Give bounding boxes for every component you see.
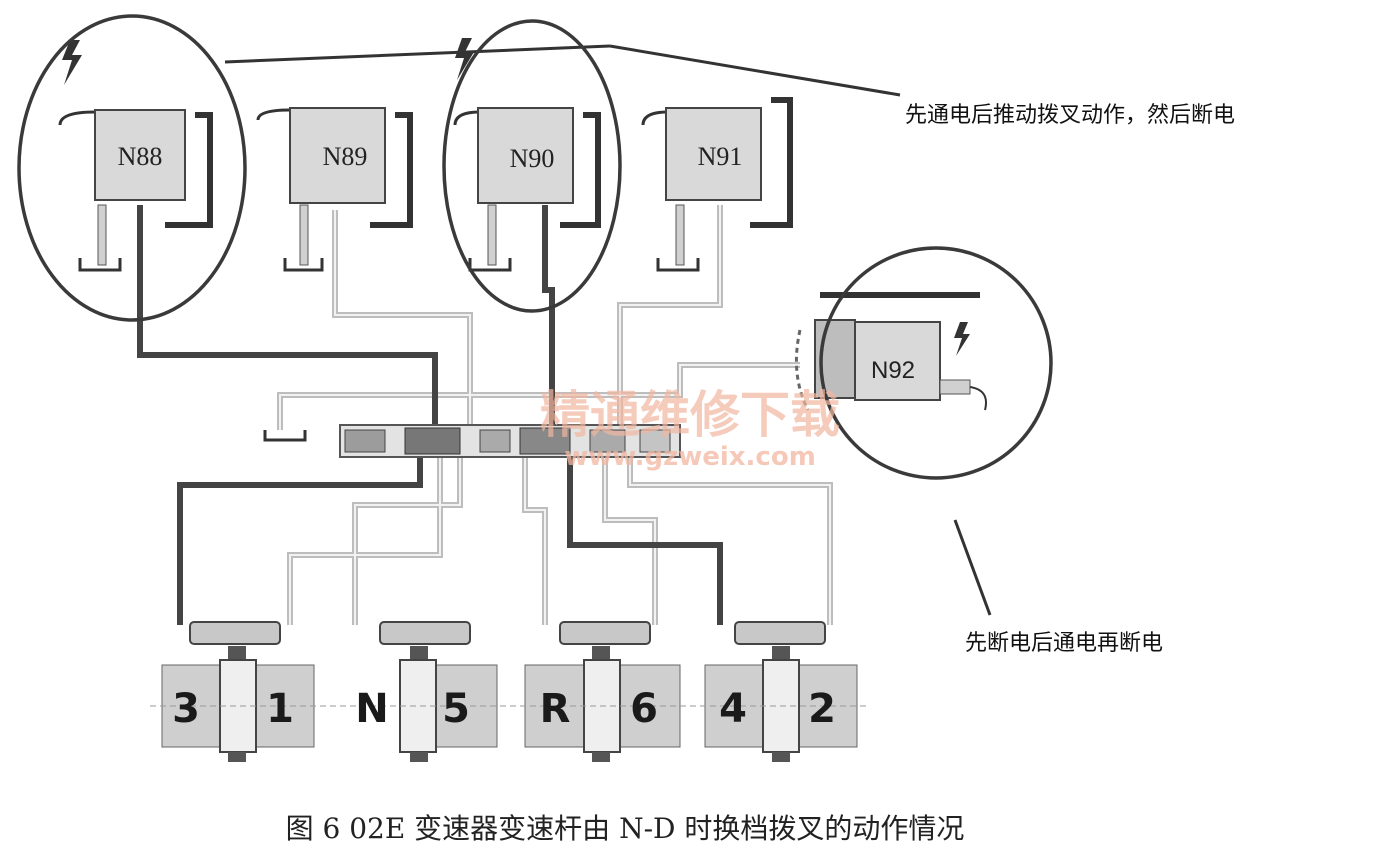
gear-label-3: 3 [172, 686, 200, 732]
gear-label-2: 2 [808, 686, 836, 732]
leader-line-top [224, 44, 611, 64]
solenoid-label-n92: N92 [871, 357, 915, 384]
solenoid-label-n91: N91 [698, 142, 743, 171]
solenoid-n89: N89 [256, 107, 413, 272]
valve-body [263, 424, 681, 458]
solenoid-n91: N91 [641, 97, 793, 272]
solenoid-n88: N88 [58, 109, 213, 272]
gear-label-1: 1 [266, 686, 294, 732]
gear-label-4: 4 [719, 686, 747, 732]
highlight-ellipse-n90 [442, 19, 622, 313]
highlight-circle-n92 [819, 246, 1053, 480]
annotation-top-right: 先通电后推动拨叉动作，然后断电 [905, 103, 1235, 128]
gear-label-6: 6 [630, 686, 658, 732]
annotation-right: 先断电后通电再断电 [965, 631, 1163, 656]
gear-label-n: N [355, 686, 388, 732]
solenoid-label-n90: N90 [510, 144, 555, 173]
watermark-url: www.gzweix.com [564, 442, 816, 472]
hydraulic-lines-dark [137, 205, 723, 625]
actuator-n-5 [379, 621, 498, 762]
highlight-ellipse-n88 [17, 14, 247, 322]
figure-caption: 图 6 02E 变速器变速杆由 N-D 时换档拨叉的动作情况 [286, 812, 965, 845]
solenoid-n92: N92 [794, 292, 987, 411]
gear-label-5: 5 [442, 686, 470, 732]
lightning-icon-n92 [954, 322, 970, 356]
lightning-icon-n88 [62, 40, 82, 85]
solenoid-n90: N90 [453, 107, 601, 272]
solenoid-label-n88: N88 [118, 142, 163, 171]
gear-label-r: R [540, 686, 571, 732]
leader-line-right [953, 519, 992, 616]
leader-line-top-right [609, 44, 901, 97]
hydraulic-lines-light-core [279, 205, 831, 625]
watermark-title: 精通维修下载 [540, 386, 840, 444]
solenoid-label-n89: N89 [323, 142, 368, 171]
lightning-icon-n90 [455, 38, 474, 80]
